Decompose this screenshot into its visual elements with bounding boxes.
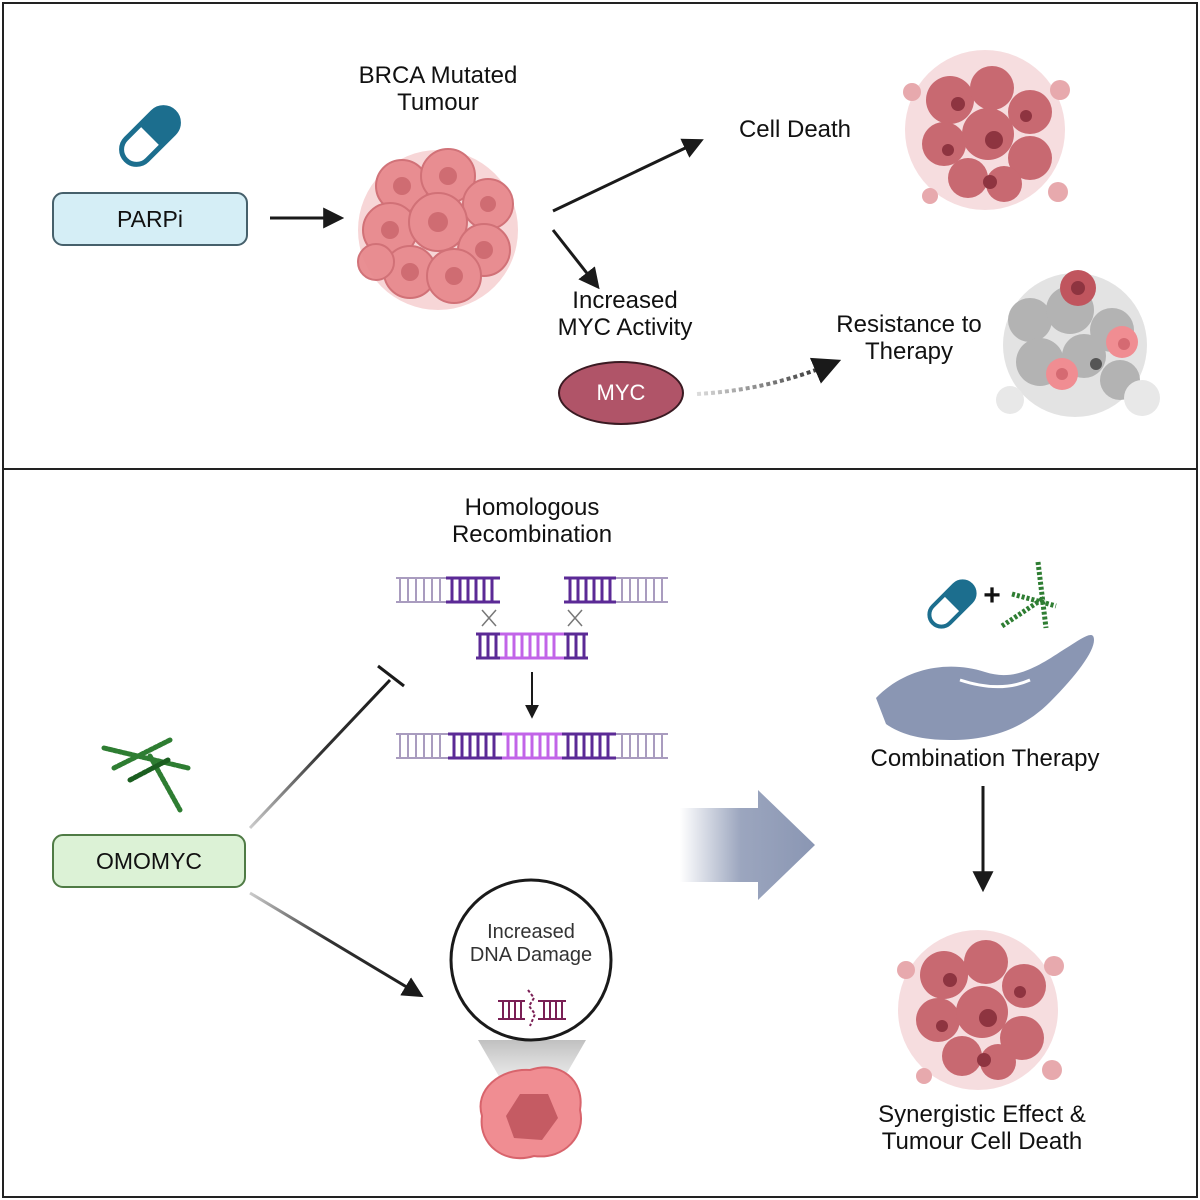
combination-label: Combination Therapy — [840, 745, 1130, 772]
arrow-to-myc-activity — [551, 229, 600, 290]
outcome-line-1: Synergistic Effect & — [878, 1101, 1086, 1128]
parpi-box: PARPi — [52, 192, 248, 246]
dead-tumour-icon — [903, 50, 1070, 210]
cell-death-text: Cell Death — [738, 116, 852, 143]
dead-tumour-icon-bottom — [897, 930, 1064, 1090]
tumour-label-line-2: Tumour — [397, 89, 479, 116]
myc-activity-label: Increased MYC Activity — [530, 287, 720, 341]
outcome-label: Synergistic Effect & Tumour Cell Death — [846, 1101, 1118, 1155]
parpi-label: PARPi — [116, 205, 184, 232]
dna-damage-label: Increased DNA Damage — [455, 921, 607, 967]
hr-label-line-1: Homologous — [464, 494, 600, 521]
dna-damage-line-1: Increased — [487, 921, 575, 943]
myc-activity-line-1: Increased — [572, 287, 678, 314]
dna-damage-line-2: DNA Damage — [469, 944, 593, 966]
big-arrow — [680, 790, 815, 900]
omomyc-label: OMOMYC — [95, 847, 203, 874]
plus-sign-text: + — [983, 579, 1001, 612]
myc-node-label: MYC — [596, 380, 646, 405]
resistance-line-1: Resistance to — [836, 311, 982, 338]
combination-text: Combination Therapy — [870, 745, 1100, 772]
inhibition-bar — [377, 664, 405, 688]
omomyc-protein-icon-small — [1000, 561, 1057, 629]
plus-sign: + — [978, 579, 1006, 612]
dotted-arrow-to-resistance — [696, 357, 842, 396]
tumour-cell-icon — [479, 1066, 583, 1160]
pill-icon-small — [927, 579, 977, 629]
omomyc-protein-icon — [101, 737, 191, 813]
arrow-to-dna-damage — [249, 891, 424, 998]
arrow-to-cell-death — [552, 138, 704, 213]
myc-activity-line-2: MYC Activity — [557, 314, 693, 341]
omomyc-box: OMOMYC — [52, 834, 246, 888]
tumour-label-line-1: BRCA Mutated — [358, 62, 518, 89]
resistance-label: Resistance to Therapy — [812, 311, 1006, 365]
hand-icon — [876, 635, 1094, 740]
hr-label: Homologous Recombination — [412, 494, 652, 548]
dna-damage-magnifier — [449, 878, 613, 1092]
brca-tumour-icon — [357, 148, 518, 310]
tumour-label: BRCA Mutated Tumour — [318, 62, 558, 116]
resistant-tumour-icon — [996, 270, 1160, 417]
resistance-line-2: Therapy — [864, 338, 954, 365]
pill-icon — [119, 105, 181, 167]
hr-label-line-2: Recombination — [451, 521, 613, 548]
inhibition-line — [248, 678, 392, 830]
outcome-line-2: Tumour Cell Death — [881, 1128, 1083, 1155]
myc-node: MYC — [558, 361, 684, 425]
dna-recombination-icon — [396, 576, 668, 760]
cell-death-label: Cell Death — [710, 116, 880, 143]
